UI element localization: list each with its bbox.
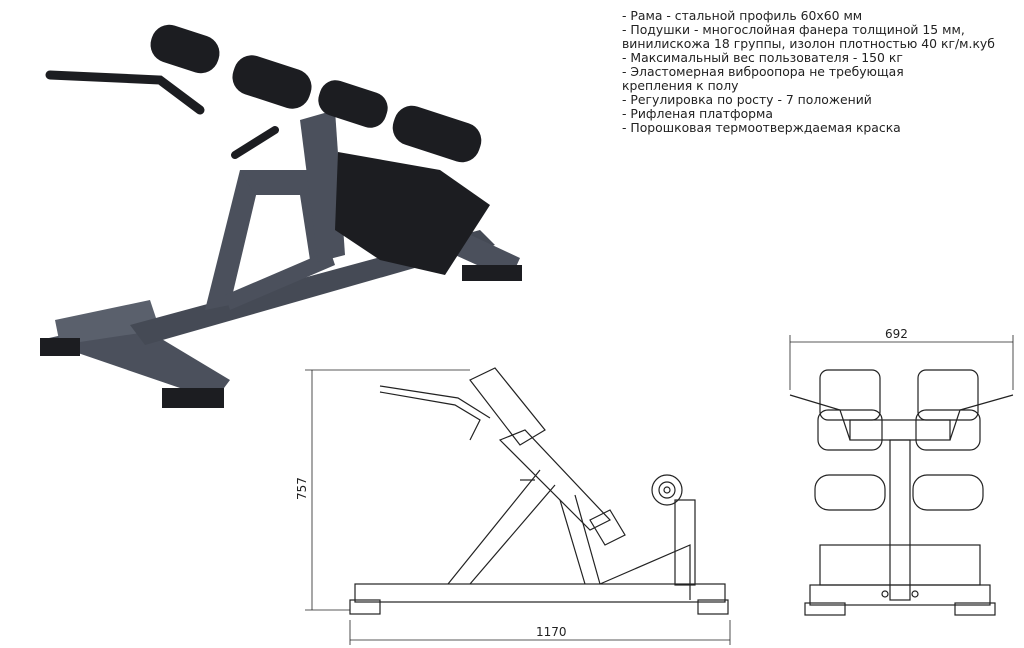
specifications-list: - Рама - стальной профиль 60х60 мм - Под… — [622, 9, 1022, 135]
side-view-drawing — [349, 367, 729, 615]
spec-frame: - Рама - стальной профиль 60х60 мм — [622, 8, 863, 23]
dimension-height: 757 — [295, 477, 309, 500]
spec-max-weight: - Максимальный вес пользователя - 150 кг — [622, 50, 903, 65]
spec-platform: - Рифленая платформа — [622, 106, 773, 121]
dimension-length: 1170 — [536, 625, 567, 639]
bench-render — [40, 24, 522, 408]
spec-paint: - Порошковая термоотверждаемая краска — [622, 120, 901, 135]
spec-feet: - Эластомерная виброопора не требующая — [622, 64, 904, 79]
dimension-lines — [305, 335, 1014, 645]
front-view-drawing — [789, 369, 1014, 616]
spec-pads-cont: винилискожа 18 группы, изолон плотностью… — [622, 36, 995, 51]
spec-feet-cont: крепления к полу — [622, 78, 739, 93]
spec-pads: - Подушки - многослойная фанера толщиной… — [622, 22, 965, 37]
dimension-width: 692 — [885, 327, 908, 341]
spec-adjustment: - Регулировка по росту - 7 положений — [622, 92, 872, 107]
